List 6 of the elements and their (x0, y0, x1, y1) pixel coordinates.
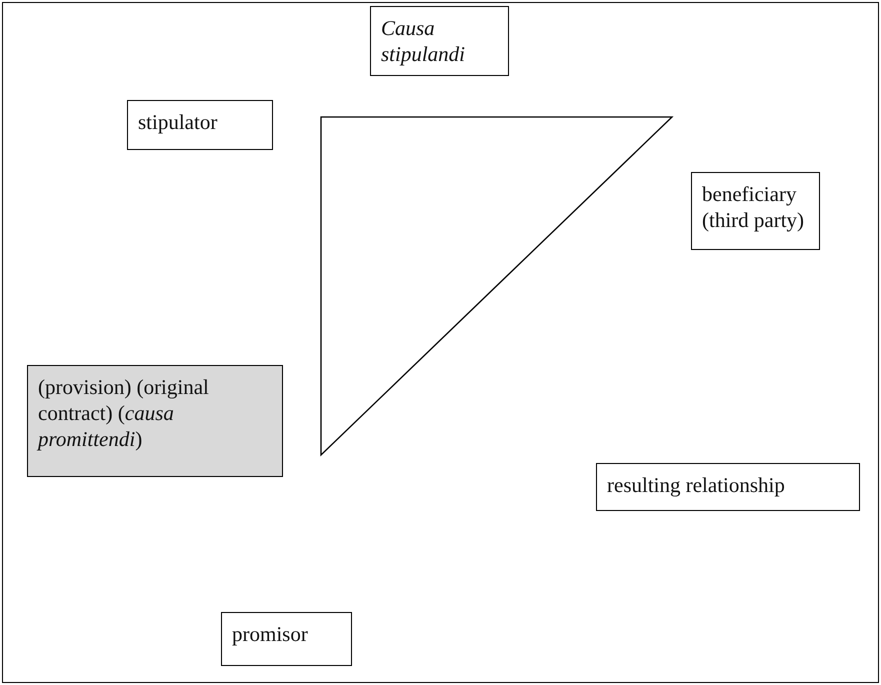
party-box: promisor (221, 612, 352, 666)
relationship-box: (provision) (original contract) (causa promittendi) (27, 365, 283, 477)
relationship-box: resulting relationship (596, 463, 860, 511)
party-box: beneficiary (third party) (691, 172, 820, 250)
heading-box: Causa stipulandi (370, 6, 509, 76)
party-box: stipulator (127, 100, 273, 150)
